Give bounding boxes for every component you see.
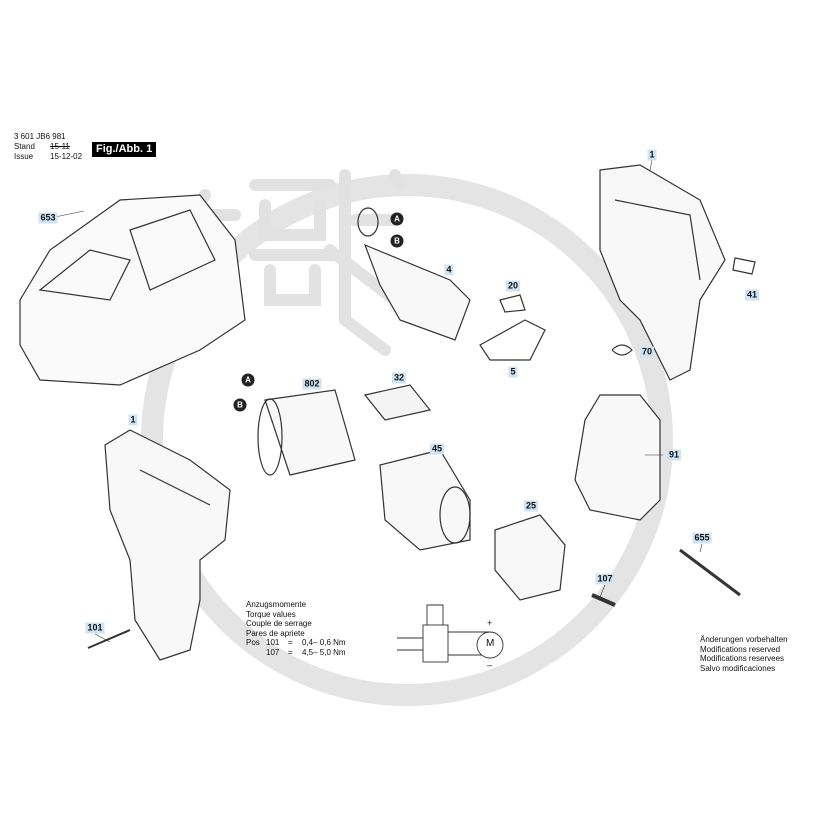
housing-1-left <box>104 429 231 661</box>
torque-line: Couple de serrage <box>246 619 312 628</box>
part-label[interactable]: 32 <box>391 372 407 384</box>
part-label[interactable]: 101 <box>85 622 105 634</box>
issue-label: Issue <box>14 152 34 161</box>
part-label[interactable]: 4 <box>444 264 454 276</box>
pos-number: 107 <box>266 647 280 657</box>
part-label[interactable]: 41 <box>744 289 760 301</box>
motor-802 <box>257 389 356 476</box>
torque-value: 0,4– 0,6 Nm <box>302 638 346 647</box>
notice-line: Salvo modificaciones <box>700 663 776 673</box>
pos-number: 101 <box>266 638 280 647</box>
torque-table: Anzugsmomente Torque values Couple de se… <box>246 600 346 657</box>
part-label[interactable]: 91 <box>666 449 682 461</box>
pos-label: Pos <box>246 638 260 647</box>
part-label[interactable]: 45 <box>429 443 445 455</box>
equals: = <box>288 638 293 647</box>
part-32 <box>363 384 432 421</box>
notice-line: Modifications reservees <box>700 654 785 663</box>
battery-91 <box>574 394 661 521</box>
part-label[interactable]: 802 <box>302 378 322 390</box>
part-70 <box>611 344 633 356</box>
part-label[interactable]: 655 <box>692 532 712 544</box>
part-label[interactable]: 20 <box>505 280 521 292</box>
part-label[interactable]: 1 <box>128 414 138 426</box>
part-label[interactable]: 653 <box>38 212 58 224</box>
charger-653 <box>19 194 246 386</box>
gearbox-45 <box>379 449 471 551</box>
notice: Änderungen vorbehalten Modifications res… <box>700 635 788 673</box>
stand-value: 15-11 <box>50 142 70 151</box>
connector-a: A <box>241 373 255 387</box>
part-label[interactable]: 1 <box>647 149 657 161</box>
minus-sign: – <box>487 660 493 670</box>
bit-655 <box>679 548 741 597</box>
doc-number: 3 601 JB6 981 <box>14 132 66 141</box>
torque-row: 107 = 4,5– 5,0 Nm <box>246 648 346 658</box>
part-label[interactable]: 70 <box>639 346 655 358</box>
part-label[interactable]: 107 <box>595 573 615 585</box>
part-label[interactable]: 5 <box>508 366 518 378</box>
notice-line: Änderungen vorbehalten <box>700 635 788 644</box>
connector-a: A <box>390 212 404 226</box>
torque-row: Pos 101 = 0,4– 0,6 Nm <box>246 638 346 648</box>
part-5 <box>479 319 546 361</box>
screw-107 <box>591 593 616 607</box>
housing-1-right <box>599 164 726 381</box>
torque-line: Pares de apriete <box>246 628 305 638</box>
part-20 <box>499 294 526 313</box>
figure-label: Fig./Abb. 1 <box>92 142 157 157</box>
part-41 <box>732 257 756 275</box>
screw-101 <box>87 629 131 649</box>
torque-line: Anzugsmomente <box>246 600 307 609</box>
torque-value: 4,5– 5,0 Nm <box>302 647 346 657</box>
plus-sign: + <box>487 618 493 628</box>
part-label[interactable]: 25 <box>523 500 539 512</box>
connector-b: B <box>390 234 404 248</box>
notice-line: Modifications reserved <box>700 644 781 654</box>
connector-b: B <box>233 398 247 412</box>
motor-symbol: M <box>486 638 495 649</box>
issue-value: 15-12-02 <box>50 152 83 161</box>
leader-lines <box>49 159 703 643</box>
torque-line: Torque values <box>246 609 296 619</box>
stand-label: Stand <box>14 142 35 151</box>
circuit-diagram <box>397 604 504 663</box>
chuck-25 <box>494 514 566 601</box>
equals: = <box>288 647 293 657</box>
switch-4 <box>357 207 471 341</box>
